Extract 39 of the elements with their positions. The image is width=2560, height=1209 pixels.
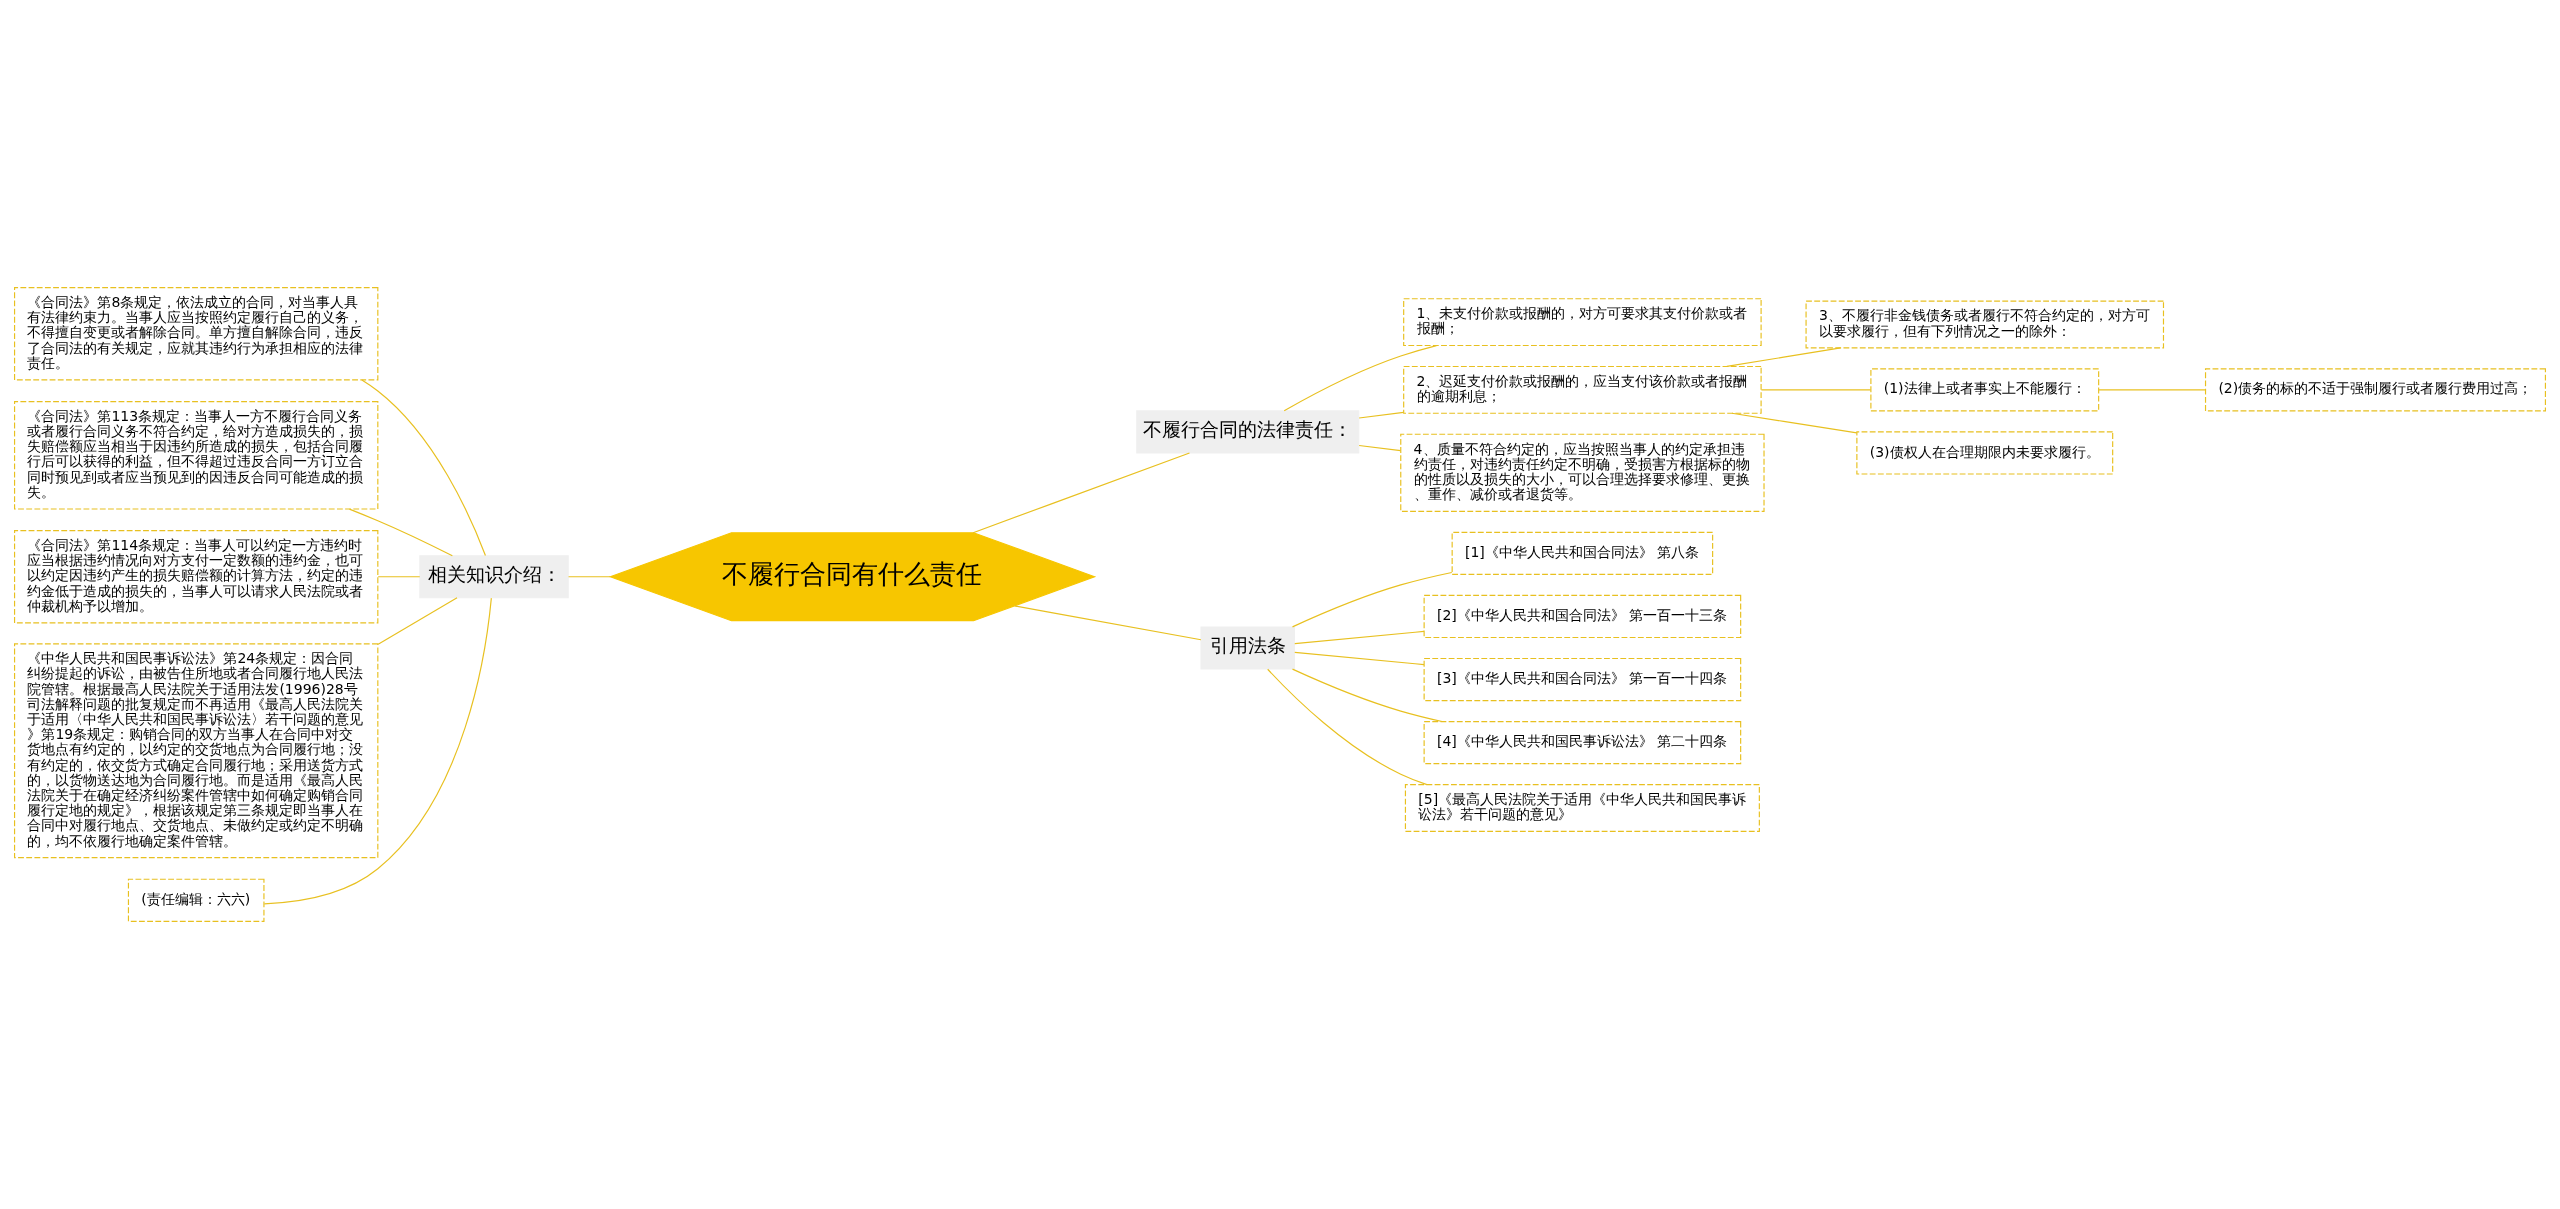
node-box: 《合同法》第114条规定：当事人可以约定一方违约时应当根据违约情况向对方支付一定数额的违约金，也可以约定因违约产生的损失赔偿额的计算方法，约定的违约金低于造成的损失的，当事人可以请求人民法院或者仲裁机构予以增加。 xyxy=(14,530,379,624)
connector xyxy=(263,597,492,905)
connector xyxy=(1291,571,1453,628)
connector xyxy=(1283,345,1438,412)
node-box: [2]《中华人民共和国合同法》 第一百一十三条 xyxy=(1423,594,1742,639)
connector xyxy=(568,576,611,578)
connector xyxy=(972,452,1191,534)
node-box: [1]《中华人民共和国合同法》 第八条 xyxy=(1451,531,1714,575)
connector xyxy=(1358,444,1402,452)
connector xyxy=(1294,630,1425,645)
connector xyxy=(1014,605,1202,641)
connector xyxy=(1760,389,1872,391)
node-box: 《中华人民共和国民事诉讼法》第24条规定：因合同纠纷提起的诉讼，由被告住所地或者合同履行地人民法院管辖。根据最高人民法院关于适用法发(1996)28号司法解释问题的批复规定而不再适用《最高人民法院关于适用〈中华人民共和国民事诉讼法〉若干问题的意见》第19条规定：购销合同的双方当事人在合同中对交货地点有约定的，以约定的交货地点为合同履行地；没有约定的，依交货方式确定合同履行地；采用送货方式的，以货物送达地为合同履行地。而是适用《最高人民法院关于在确定经济纠纷案件管辖中如何确定购销合同履行定地的规定》，根据该规定第三条规定即当事人在合同中对履行地点、交货地点、未做约定或约定不明确的，均不依履行地确定案件管辖。 xyxy=(14,643,379,859)
node-box: (3)债权人在合理期限内未要求履行。 xyxy=(1856,431,2114,475)
connector xyxy=(361,379,487,557)
connector xyxy=(2098,389,2206,391)
node-box: 2、迟延支付价款或报酬的，应当支付该价款或者报酬的逾期利息； xyxy=(1403,365,1762,414)
connector xyxy=(1294,651,1425,666)
node-box: 《合同法》第113条规定：当事人一方不履行合同义务或者履行合同义务不符合约定，给对方造成损失的，损失赔偿额应当相当于因违约所造成的损失，包括合同履行后可以获得的利益，但不得超过违反合同一方订立合同时预见到或者应当预见到的因违反合同可能造成的损失。 xyxy=(14,400,379,510)
node-box: [4]《中华人民共和国民事诉讼法》 第二十四条 xyxy=(1423,721,1742,765)
connector xyxy=(377,576,421,578)
node-box: 不履行合同的法律责任： xyxy=(1136,410,1360,454)
connector xyxy=(1358,411,1405,419)
node-box: (1)法律上或者事实上不能履行： xyxy=(1870,368,2100,412)
connector xyxy=(1267,668,1428,786)
node-box: (责任编辑：六六) xyxy=(127,878,265,922)
connector xyxy=(377,597,458,645)
node-box: [3]《中华人民共和国合同法》 第一百一十四条 xyxy=(1423,657,1742,702)
node-box: 相关知识介绍： xyxy=(419,555,569,599)
node-box: [5]《最高人民法院关于适用《中华人民共和国民事诉讼法》若干问题的意见》 xyxy=(1404,784,1760,832)
node-box: 1、未支付价款或报酬的，对方可要求其支付价款或者报酬； xyxy=(1403,298,1762,347)
node-box: 引用法条 xyxy=(1200,626,1296,670)
connector xyxy=(1291,668,1443,723)
node-box: 3、不履行非金钱债务或者履行不符合约定的，对方可以要求履行，但有下列情况之一的除外： xyxy=(1805,300,2165,349)
node-box: 4、质量不符合约定的，应当按照当事人的约定承担违约责任，对违约责任约定不明确，受损害方根据标的物的性质以及损失的大小，可以合理选择要求修理、更换、重作、减价或者退货等。 xyxy=(1400,433,1765,512)
node-box: (2)债务的标的不适于强制履行或者履行费用过高； xyxy=(2204,368,2546,412)
connector xyxy=(1731,412,1858,434)
node-box: 《合同法》第8条规定，依法成立的合同，对当事人具有法律约束力。当事人应当按照约定履行自己的义务，不得擅自变更或者解除合同。单方擅自解除合同，违反了合同法的有关规定，应就其违约行为承担相应的法律责任。 xyxy=(14,287,379,381)
connector xyxy=(1726,347,1842,368)
